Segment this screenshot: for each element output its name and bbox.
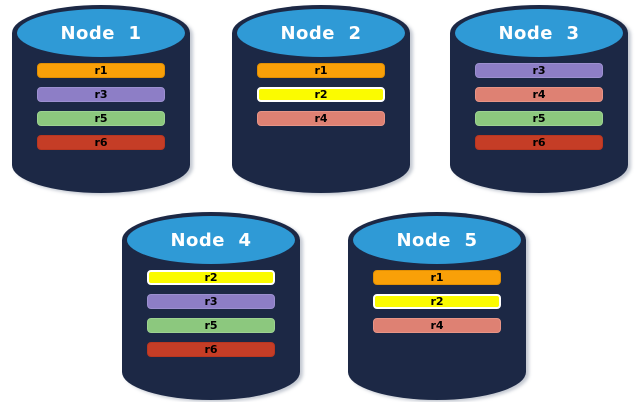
node-cylinder-2: Node 2 r1 r2 r4 xyxy=(232,5,410,193)
replica-bar-r2: r2 xyxy=(147,270,275,285)
replica-bar-r5: r5 xyxy=(475,111,603,126)
replica-list: r1 r2 r4 xyxy=(257,63,385,126)
replica-bar-r5: r5 xyxy=(147,318,275,333)
node-label: Node 4 xyxy=(170,229,252,251)
replica-bar-r2: r2 xyxy=(257,87,385,102)
cylinder-top: Node 4 xyxy=(127,216,295,264)
replica-bar-r3: r3 xyxy=(147,294,275,309)
replica-bar-r2: r2 xyxy=(373,294,501,309)
cylinder-top: Node 2 xyxy=(237,9,405,57)
cylinder-top: Node 5 xyxy=(353,216,521,264)
replica-bar-r5: r5 xyxy=(37,111,165,126)
replica-list: r3 r4 r5 r6 xyxy=(475,63,603,150)
node-cylinder-5: Node 5 r1 r2 r4 xyxy=(348,212,526,400)
node-cylinder-4: Node 4 r2 r3 r5 r6 xyxy=(122,212,300,400)
replica-bar-r1: r1 xyxy=(257,63,385,78)
replica-bar-r6: r6 xyxy=(475,135,603,150)
cylinder-top: Node 3 xyxy=(455,9,623,57)
node-cylinder-1: Node 1 r1 r3 r5 r6 xyxy=(12,5,190,193)
cylinder-top: Node 1 xyxy=(17,9,185,57)
replica-list: r2 r3 r5 r6 xyxy=(147,270,275,357)
replica-bar-r4: r4 xyxy=(373,318,501,333)
replica-bar-r1: r1 xyxy=(373,270,501,285)
replica-list: r1 r2 r4 xyxy=(373,270,501,333)
replica-bar-r1: r1 xyxy=(37,63,165,78)
replica-bar-r4: r4 xyxy=(475,87,603,102)
replica-list: r1 r3 r5 r6 xyxy=(37,63,165,150)
node-label: Node 3 xyxy=(498,22,580,44)
replica-bar-r3: r3 xyxy=(475,63,603,78)
node-cylinder-3: Node 3 r3 r4 r5 r6 xyxy=(450,5,628,193)
node-label: Node 5 xyxy=(396,229,478,251)
replica-bar-r6: r6 xyxy=(147,342,275,357)
node-label: Node 1 xyxy=(60,22,142,44)
replica-bar-r6: r6 xyxy=(37,135,165,150)
replica-bar-r3: r3 xyxy=(37,87,165,102)
node-label: Node 2 xyxy=(280,22,362,44)
replica-bar-r4: r4 xyxy=(257,111,385,126)
